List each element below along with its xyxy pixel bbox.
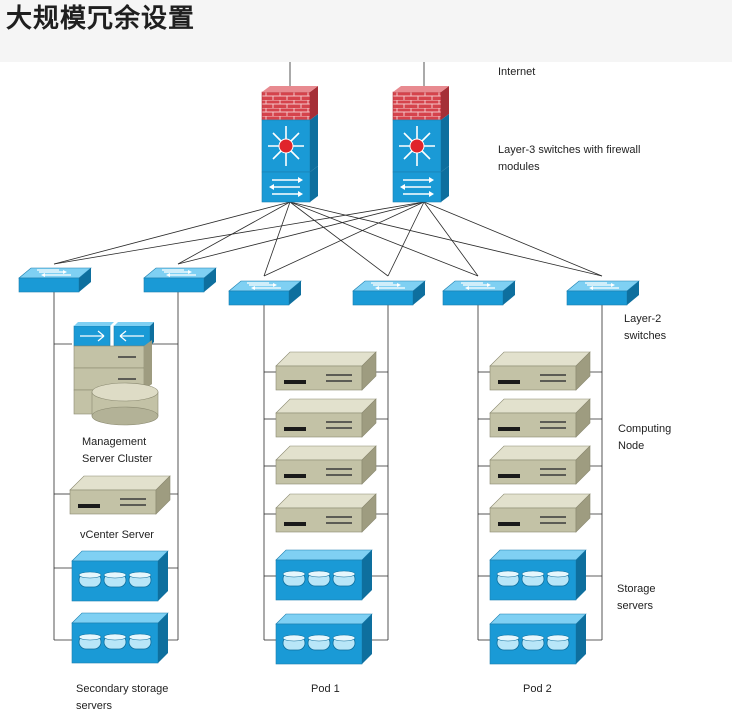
storage-array-icon [275,613,373,665]
vcenter-label: vCenter Server [80,529,154,541]
server-icon [489,445,591,485]
title-bar: 大规模冗余设置 [0,0,732,62]
layer2-switch-icon [228,280,302,306]
layer2-switch-icon [143,267,217,293]
pod1-label: Pod 1 [311,683,340,695]
layer3-label-line2: modules [498,161,540,173]
layer2-switch-icon [352,280,426,306]
layer2-label-line1: Layer-2 [624,313,661,325]
server-icon [73,340,152,415]
computing-label-line1: Computing [618,423,671,435]
storage-array-icon [71,612,169,664]
server-icon [275,398,377,438]
storage-array-icon [71,550,169,602]
server-icon [489,398,591,438]
server-icon [489,351,591,391]
connection-lines [53,62,603,641]
server-icon [275,445,377,485]
server-icon [275,493,377,533]
cluster-switch-icon [73,322,154,347]
management-label-line1: Management [82,436,146,448]
internet-label: Internet [498,66,535,78]
vcenter-server-icon [69,475,171,515]
layer2-label-line2: switches [624,330,667,342]
storage-label-line1: Storage [617,583,656,595]
computing-label-line2: Node [618,440,644,452]
storage-array-icon [489,613,587,665]
management-server-cluster [73,322,159,426]
server-icon [275,351,377,391]
storage-array-icon [275,549,373,601]
layer3-switch-icon [261,85,319,203]
layer2-switch-icon [442,280,516,306]
database-icon [91,382,159,426]
management-label-line2: Server Cluster [82,453,153,465]
layer2-switch-icon [566,280,640,306]
layer3-label-line1: Layer-3 switches with firewall [498,144,640,156]
storage-array-icon [489,549,587,601]
pod2-label: Pod 2 [523,683,552,695]
secondary-storage-label-line2: servers [76,700,113,712]
secondary-storage-label-line1: Secondary storage [76,683,168,695]
storage-label-line2: servers [617,600,654,612]
layer2-switch-icon [18,267,92,293]
page-title: 大规模冗余设置 [6,4,196,34]
server-icon [489,493,591,533]
layer3-switch-icon [392,85,450,203]
